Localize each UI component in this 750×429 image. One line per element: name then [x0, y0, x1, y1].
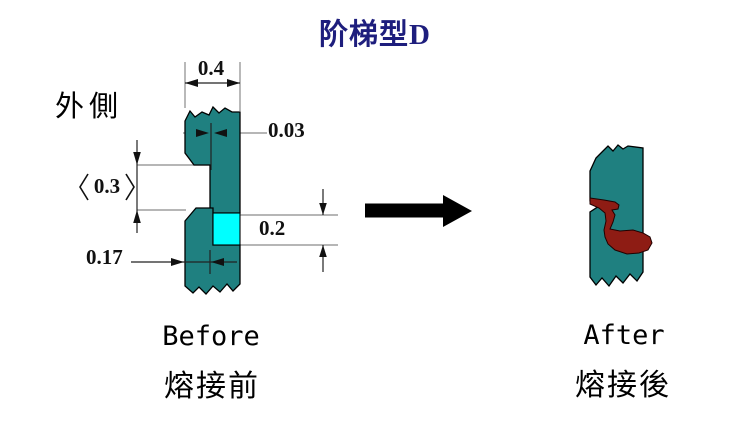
dimension-arrow [227, 79, 240, 87]
angle-bracket-right-icon [125, 173, 135, 201]
angle-bracket-left-icon [79, 173, 89, 201]
dimension-arrow [196, 129, 209, 137]
weld-bead [589, 197, 653, 255]
dimension-arrow [211, 258, 224, 266]
weld-gap-highlight [212, 212, 241, 246]
before-caption-zh: 熔接前 [164, 370, 260, 403]
dim-step-width-label: 0.17 [86, 245, 123, 269]
outer-side-label: 外側 [55, 91, 124, 123]
dimension-arrow [319, 245, 327, 257]
page-title: 阶梯型D [319, 19, 431, 51]
dimension-arrow [214, 129, 227, 137]
dimension-arrow [133, 210, 141, 223]
before-upper-plate [184, 105, 241, 214]
after-caption-en: After [583, 320, 665, 351]
right-arrow-icon [365, 195, 472, 227]
before-caption-en: Before [162, 321, 260, 352]
dim-edge-offset-label: 0.03 [268, 118, 305, 142]
dim-top-width-label: 0.4 [197, 56, 225, 80]
before-diagram [79, 62, 338, 295]
dimension-graphics [79, 79, 327, 274]
dimension-arrow [171, 258, 184, 266]
after-plate [589, 144, 644, 288]
after-diagram [589, 144, 653, 288]
dim-outer-gap-label: 0.3 [93, 174, 121, 198]
dim-lower-gap-label: 0.2 [259, 216, 286, 240]
dimension-arrow [133, 152, 141, 165]
after-caption-zh: 熔接後 [575, 369, 671, 402]
dimension-arrow [319, 203, 327, 215]
dimension-arrow [185, 79, 198, 87]
